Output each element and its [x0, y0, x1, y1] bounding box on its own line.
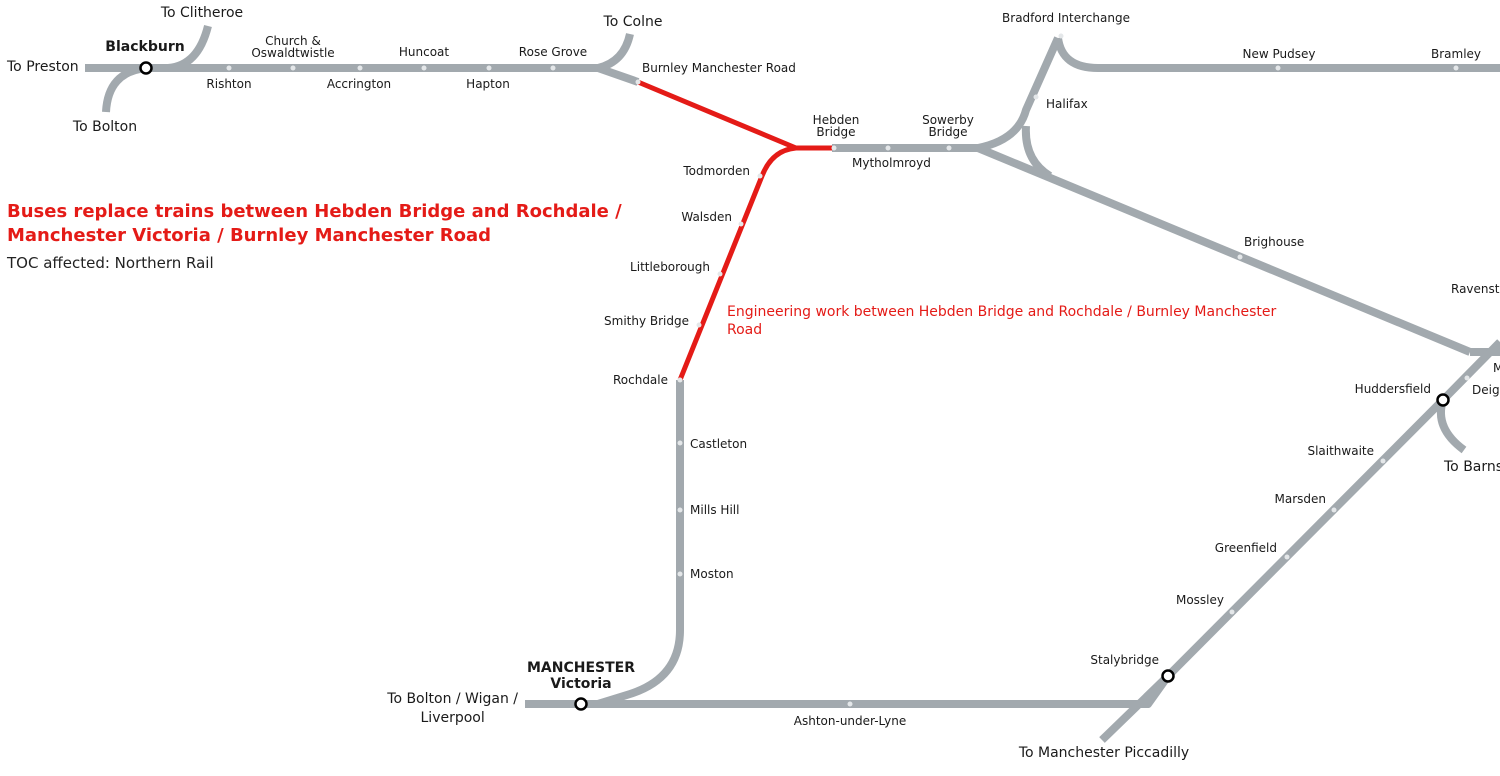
track-branch-clitheroe — [167, 24, 212, 72]
dest-to-preston[interactable]: To Preston — [7, 59, 79, 75]
engineering-note: Engineering work between Hebden Bridge a… — [727, 304, 1277, 338]
station-sowerby-bridge[interactable]: Sowerby Bridge — [922, 113, 974, 139]
notice-title: Buses replace trains between Hebden Brid… — [7, 201, 622, 246]
stop-dot — [635, 79, 641, 85]
stop-dot — [677, 440, 683, 446]
station-bradford-interchange[interactable]: Bradford Interchange — [1002, 11, 1130, 25]
stop-dot — [696, 322, 702, 328]
stop-dot — [290, 65, 296, 71]
stop-dot — [1237, 254, 1243, 260]
stop-dot — [677, 377, 683, 383]
stop-dot — [946, 145, 952, 151]
station-new-pudsey[interactable]: New Pudsey — [1242, 47, 1316, 61]
dest-to-clitheroe[interactable]: To Clitheroe — [160, 5, 244, 21]
stop-dot — [1464, 375, 1470, 381]
stop-dot — [738, 221, 744, 227]
dest-to-colne[interactable]: To Colne — [603, 14, 663, 30]
interchange-blackburn — [139, 61, 153, 75]
station-church-oswaldtwistle[interactable]: Church & Oswaldtwistle — [251, 34, 335, 60]
station-mytholmroyd[interactable]: Mytholmroyd — [852, 156, 931, 170]
service-notice: Buses replace trains between Hebden Brid… — [7, 200, 667, 272]
interchange-stalybridge — [1161, 669, 1175, 683]
toc-affected: TOC affected: Northern Rail — [7, 254, 214, 272]
stop-dot — [1229, 609, 1235, 615]
track-halifax-curve — [1021, 125, 1053, 180]
track-rochdale-victoria — [596, 380, 684, 708]
station-accrington[interactable]: Accrington — [326, 77, 392, 91]
stop-dot — [831, 145, 837, 151]
track-branch-bolton — [102, 64, 147, 113]
stop-dot — [1284, 554, 1290, 560]
station-manchester-victoria-top[interactable]: MANCHESTER — [526, 660, 636, 676]
station-rose-grove[interactable]: Rose Grove — [518, 45, 588, 59]
station-mossley[interactable]: Mossley — [1175, 593, 1224, 607]
stop-dot — [486, 65, 492, 71]
dest-to-barnsley[interactable]: To Barns — [1444, 459, 1500, 475]
stop-dot — [1275, 65, 1281, 71]
station-ashton-under-lyne[interactable]: Ashton-under-Lyne — [793, 714, 907, 728]
stop-dot — [226, 65, 232, 71]
station-marsden[interactable]: Marsden — [1274, 492, 1327, 506]
interchange-manchester-victoria — [574, 697, 588, 711]
station-rochdale[interactable]: Rochdale — [612, 373, 668, 387]
station-todmorden[interactable]: Todmorden — [683, 164, 750, 178]
stop-dot — [1033, 94, 1039, 100]
stop-dot — [885, 145, 891, 151]
interchange-huddersfield — [1436, 393, 1450, 407]
stop-dot — [1331, 507, 1337, 513]
track-halifax-north — [977, 36, 1062, 152]
station-huncoat[interactable]: Huncoat — [398, 45, 450, 59]
stop-dot — [677, 507, 683, 513]
station-huddersfield[interactable]: Huddersfield — [1354, 382, 1431, 396]
stop-dot — [357, 65, 363, 71]
station-mills-hill[interactable]: Mills Hill — [690, 503, 740, 517]
stop-dot — [1380, 458, 1386, 464]
station-greenfield[interactable]: Greenfield — [1214, 541, 1277, 555]
track-sowerby-brighouse — [976, 144, 1472, 356]
station-moston[interactable]: Moston — [690, 567, 734, 581]
station-littleborough[interactable]: Littleborough — [630, 260, 710, 274]
station-ravensthorpe[interactable]: Ravensth — [1451, 282, 1500, 296]
stop-dot — [677, 571, 683, 577]
station-stalybridge[interactable]: Stalybridge — [1090, 653, 1159, 667]
track-huddersfield-north — [1440, 339, 1500, 403]
track-branch-bradford-east — [1054, 37, 1500, 72]
stop-dot — [550, 65, 556, 71]
station-smithy-bridge[interactable]: Smithy Bridge — [604, 314, 689, 328]
station-brighouse[interactable]: Brighouse — [1244, 235, 1305, 249]
stop-dot — [717, 271, 723, 277]
station-burnley-manchester-road[interactable]: Burnley Manchester Road — [642, 61, 796, 75]
station-manchester-victoria-bottom[interactable]: Victoria — [550, 676, 612, 692]
station-rishton[interactable]: Rishton — [206, 77, 252, 91]
dest-to-manchester-piccadilly[interactable]: To Manchester Piccadilly — [1018, 745, 1190, 761]
stop-dot — [1058, 33, 1064, 39]
station-slaithwaite[interactable]: Slaithwaite — [1307, 444, 1374, 458]
stop-dot — [421, 65, 427, 71]
station-hapton[interactable]: Hapton — [466, 77, 510, 91]
station-deighton[interactable]: Deigh — [1472, 383, 1500, 397]
station-walsden[interactable]: Walsden — [681, 210, 732, 224]
station-halifax[interactable]: Halifax — [1046, 97, 1088, 111]
station-blackburn[interactable]: Blackburn — [105, 39, 185, 55]
station-mirfield[interactable]: M — [1493, 361, 1500, 375]
dest-to-bolton[interactable]: To Bolton — [72, 119, 138, 135]
track-huddersfield-stalybridge — [1165, 397, 1446, 679]
track-branch-colne — [596, 33, 634, 72]
stop-dot — [1453, 65, 1459, 71]
track-rose-grove-burnley — [596, 64, 640, 86]
stop-dot — [757, 173, 763, 179]
track-victoria-ashton — [525, 673, 1172, 708]
affected-burnley-hebden — [637, 79, 832, 151]
track-branch-barnsley — [1436, 398, 1467, 454]
station-hebden-bridge[interactable]: Hebden Bridge — [812, 113, 860, 139]
station-bramley[interactable]: Bramley — [1430, 47, 1482, 61]
stop-dot — [847, 701, 853, 707]
dest-to-bolton-wigan-liverpool[interactable]: To Bolton / Wigan / Liverpool — [387, 691, 518, 726]
station-castleton[interactable]: Castleton — [690, 437, 748, 451]
